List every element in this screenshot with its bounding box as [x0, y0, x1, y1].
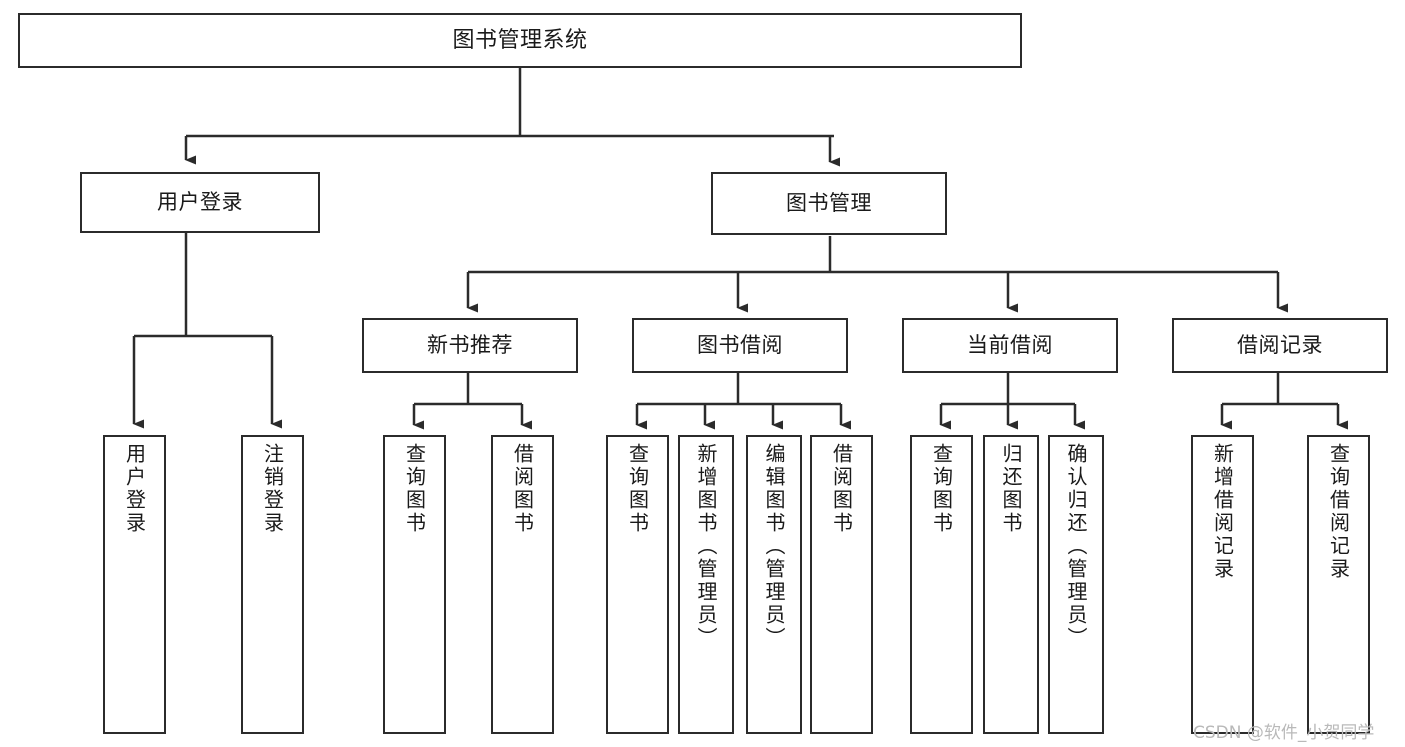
node-label: 借阅记录 [1237, 333, 1323, 358]
node-label: 图书管理 [786, 191, 872, 216]
csdn-watermark: CSDN @软件_小贺同学 [1193, 723, 1375, 743]
node-book-manage[interactable]: 图书管理 [711, 172, 947, 235]
node-label: 借阅图书 [829, 443, 854, 535]
node-label: 注销登录 [260, 443, 285, 535]
node-label: 查询图书 [625, 443, 650, 535]
node-label: 查询图书 [929, 443, 954, 535]
node-leaf-borrow-book-new[interactable]: 借阅图书 [491, 435, 554, 734]
node-leaf-logout[interactable]: 注销登录 [241, 435, 304, 734]
node-new-book-recommend[interactable]: 新书推荐 [362, 318, 578, 373]
node-label: 确认归还（管理员） [1064, 443, 1088, 650]
node-label: 查询图书 [402, 443, 427, 535]
node-label: 新书推荐 [427, 333, 513, 358]
node-leaf-query-book-current[interactable]: 查询图书 [910, 435, 973, 734]
node-label: 用户登录 [122, 443, 147, 535]
node-leaf-borrow-book-borrow[interactable]: 借阅图书 [810, 435, 873, 734]
node-borrow-record[interactable]: 借阅记录 [1172, 318, 1388, 373]
node-user-login[interactable]: 用户登录 [80, 172, 320, 233]
node-leaf-return-book[interactable]: 归还图书 [983, 435, 1039, 734]
node-label: 归还图书 [999, 443, 1023, 535]
node-leaf-add-borrow-record[interactable]: 新增借阅记录 [1191, 435, 1254, 734]
node-leaf-add-book-admin[interactable]: 新增图书（管理员） [678, 435, 734, 734]
node-label: 当前借阅 [967, 333, 1053, 358]
node-leaf-query-book-borrow[interactable]: 查询图书 [606, 435, 669, 734]
node-label: 编辑图书（管理员） [762, 443, 786, 650]
node-label: 查询借阅记录 [1326, 443, 1351, 581]
node-leaf-user-login[interactable]: 用户登录 [103, 435, 166, 734]
node-root-system[interactable]: 图书管理系统 [18, 13, 1022, 68]
node-label: 新增图书（管理员） [694, 443, 718, 650]
node-current-borrow[interactable]: 当前借阅 [902, 318, 1118, 373]
node-book-borrow[interactable]: 图书借阅 [632, 318, 848, 373]
node-label: 新增借阅记录 [1210, 443, 1235, 581]
node-leaf-query-book-new[interactable]: 查询图书 [383, 435, 446, 734]
node-label: 借阅图书 [510, 443, 535, 535]
node-leaf-query-borrow-record[interactable]: 查询借阅记录 [1307, 435, 1370, 734]
node-leaf-edit-book-admin[interactable]: 编辑图书（管理员） [746, 435, 802, 734]
node-label: 用户登录 [157, 190, 243, 215]
node-label: 图书借阅 [697, 333, 783, 358]
node-leaf-confirm-return-admin[interactable]: 确认归还（管理员） [1048, 435, 1104, 734]
node-label: 图书管理系统 [452, 27, 588, 53]
